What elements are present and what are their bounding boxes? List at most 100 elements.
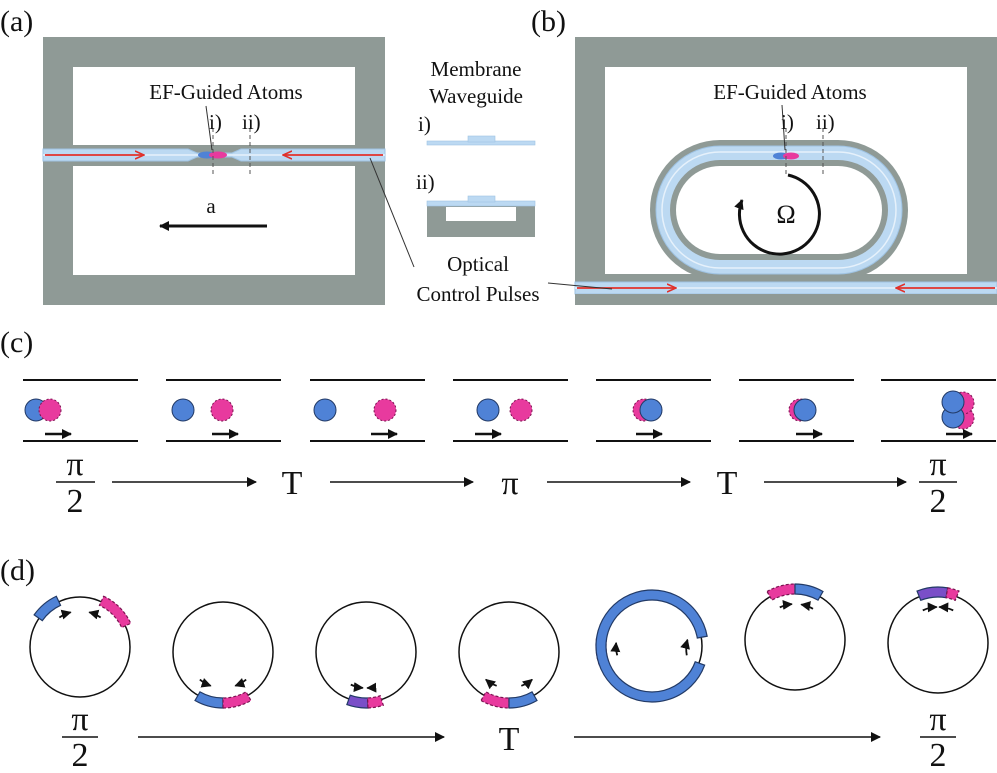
d-motion-arrow	[520, 678, 533, 690]
pulses-leader-a	[369, 157, 415, 268]
d-motion-arrow	[234, 678, 247, 688]
panel-b-frame	[574, 37, 997, 305]
d-seq-pi-den: 2	[72, 737, 89, 773]
pulses-label-1: Optical	[447, 252, 509, 276]
marker-i-a: i)	[209, 110, 222, 134]
panel-b: (b) EF-Guided Atoms i) ii) Ω	[531, 5, 997, 305]
membrane-i-rib	[467, 135, 496, 143]
d-ring-2	[172, 601, 274, 709]
d-ring-4	[458, 601, 560, 709]
c-atom-blue	[476, 398, 500, 422]
d-ring-3	[315, 601, 417, 709]
d-packet-blue	[794, 583, 824, 601]
membrane-ii-rib	[467, 195, 496, 203]
rotation-arrow	[734, 173, 821, 256]
d-motion-arrow	[350, 682, 364, 693]
c-frame-4	[453, 379, 568, 442]
d-seq-t1: T	[499, 721, 520, 758]
d-packet-mixed	[346, 694, 369, 709]
cross-marker-ii: ii)	[416, 170, 435, 194]
d-packet-pink	[766, 583, 796, 601]
d-packet-pink	[480, 691, 510, 709]
d-packet-mixed	[916, 586, 949, 602]
marker-i-b: i)	[781, 110, 794, 134]
atom-cloud-pink-b	[783, 152, 799, 160]
panel-b-label: (b)	[531, 5, 566, 38]
c-seq-pi-num: π	[66, 446, 83, 483]
panel-d: (d) π 2 T π 2	[0, 554, 989, 773]
panel-c-label: (c)	[0, 326, 33, 359]
substrate-gap	[446, 207, 516, 221]
c-seq-pi: π	[501, 465, 518, 502]
c-frame-1	[23, 379, 138, 442]
panel-a-label: (a)	[0, 5, 33, 38]
panel-d-rings	[29, 583, 989, 709]
c-seq-pi-den-end: 2	[930, 483, 947, 520]
c-frame-6	[739, 379, 854, 442]
d-ring-circle	[887, 592, 989, 694]
d-motion-arrow	[199, 678, 212, 688]
d-ring-circle	[744, 589, 846, 691]
d-packet-blue	[508, 691, 538, 709]
atoms-label-b: EF-Guided Atoms	[713, 80, 866, 104]
c-seq-pi-num-end: π	[929, 446, 946, 483]
c-frame-5	[596, 379, 711, 442]
d-ring-circle	[172, 601, 274, 703]
cross-section: Membrane Waveguide i) ii)	[416, 57, 536, 237]
d-motion-arrow	[800, 601, 814, 612]
d-ring-circle	[458, 601, 560, 703]
c-atom-pink	[373, 398, 397, 422]
d-ring-circle	[315, 601, 417, 703]
pulses-label-2: Control Pulses	[416, 282, 539, 306]
rotation-label: Ω	[776, 200, 795, 229]
d-packet-blue	[595, 589, 708, 703]
pulses-leader-b	[547, 282, 613, 290]
c-seq-t2: T	[717, 465, 738, 502]
c-atom-pink	[509, 398, 533, 422]
panel-a: (a) EF-Guided Atoms i) ii) a	[0, 5, 415, 305]
marker-ii-b: ii)	[816, 110, 835, 134]
panel-c-frames	[23, 379, 996, 442]
atoms-label-a: EF-Guided Atoms	[149, 80, 302, 104]
d-packet-blue	[194, 691, 224, 709]
c-seq-pi-den: 2	[67, 483, 84, 520]
atom-cloud-pink	[209, 151, 227, 159]
c-frame-2	[166, 379, 281, 442]
d-packet-pink	[98, 595, 132, 629]
c-atom-blue	[793, 398, 817, 422]
d-motion-arrow	[938, 602, 954, 613]
c-atom-pink	[38, 398, 62, 422]
c-frame-3	[310, 379, 425, 442]
d-motion-arrow	[610, 641, 621, 656]
d-packet-pink	[945, 587, 960, 602]
c-frame-7	[881, 379, 996, 442]
d-motion-arrow	[779, 599, 793, 610]
d-packet-pink	[222, 691, 252, 709]
d-motion-arrow	[88, 609, 102, 620]
marker-ii-a: ii)	[242, 110, 261, 134]
membrane-title-1: Membrane	[431, 57, 522, 81]
c-atom-pink	[210, 398, 234, 422]
d-ring-5	[595, 589, 708, 703]
d-packet-pink	[366, 694, 385, 709]
d-motion-arrow	[366, 682, 377, 693]
c-atom-blue	[639, 398, 663, 422]
d-ring-circle	[29, 596, 131, 698]
acceleration-label: a	[206, 194, 216, 218]
c-atom-blue	[313, 398, 337, 422]
d-ring-7	[887, 586, 989, 694]
c-atom-blue	[171, 398, 195, 422]
d-packet-blue	[33, 595, 62, 622]
atoms-leader-b	[781, 104, 786, 151]
c-atom-blue	[941, 390, 965, 414]
d-motion-arrow	[680, 638, 690, 656]
d-ring-1	[29, 595, 132, 698]
d-motion-arrow	[922, 602, 938, 613]
d-seq-pi-num-end: π	[929, 701, 946, 738]
cross-marker-i: i)	[418, 112, 431, 136]
d-seq-pi-den-end: 2	[930, 737, 947, 773]
panel-d-label: (d)	[0, 554, 35, 587]
c-seq-t1: T	[282, 465, 303, 502]
membrane-title-2: Waveguide	[429, 84, 523, 108]
